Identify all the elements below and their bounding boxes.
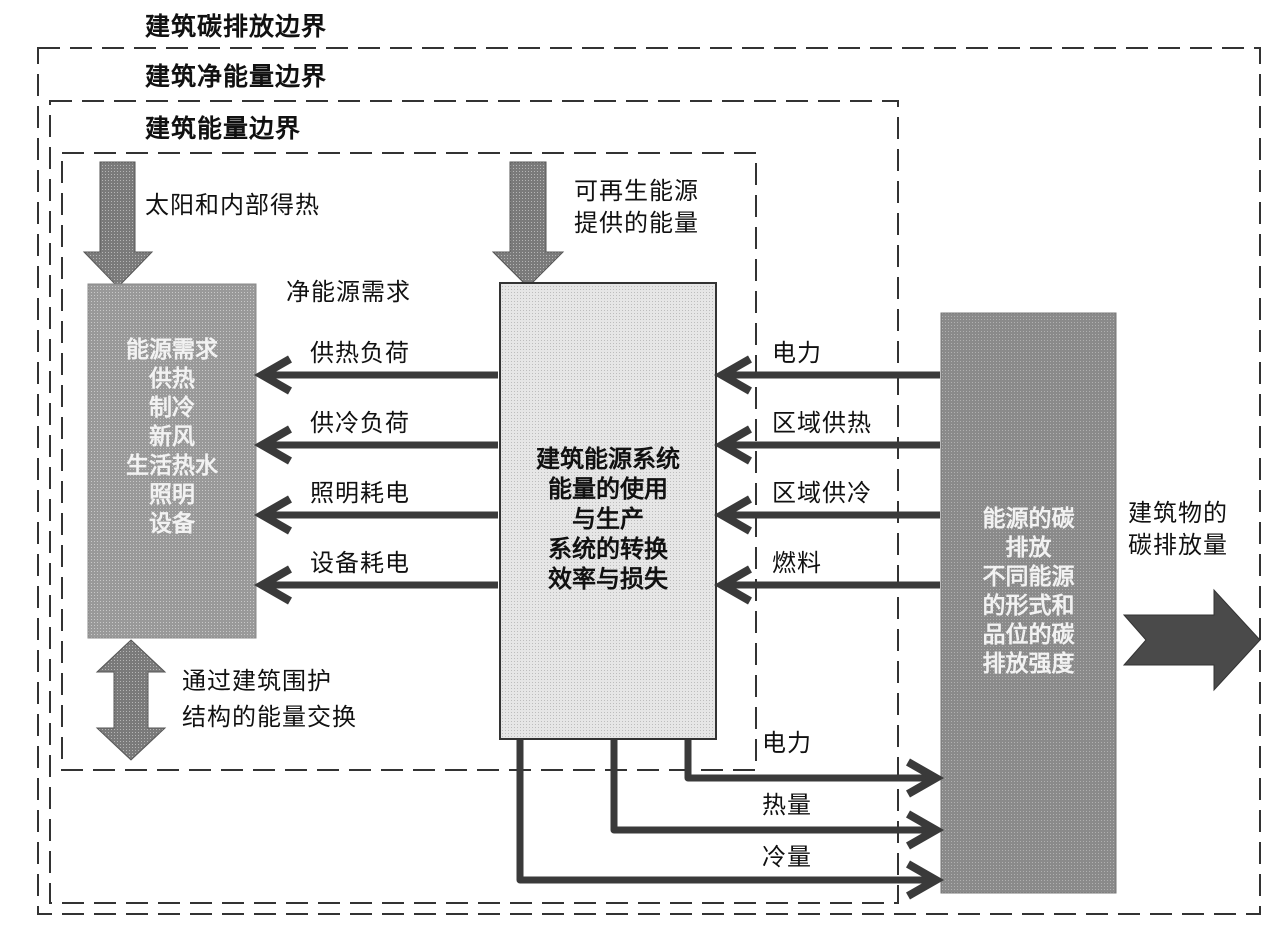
renewable-label-line1: 可再生能源 [574,177,699,205]
load-arrow [253,425,498,465]
supply-label-electricity: 电力 [772,339,822,367]
load-arrow-head-icon [253,565,292,605]
supply-arrow-head-icon [713,565,752,605]
load-arrow-head-icon [253,355,292,395]
solar-gain-arrow-icon [82,161,154,288]
export-label-cooling: 冷量 [762,843,812,871]
carbon-output-arrow-icon [1122,588,1261,692]
demand-line: 照明 [149,481,195,508]
load-arrows [253,355,498,605]
envelope-label-line2: 结构的能量交换 [182,703,357,731]
system-box-text: 建筑能源系统 能量的使用 与生产 系统的转换 效率与损失 [500,444,716,594]
output-label-line2: 碳排放量 [1128,531,1228,559]
carbon-line: 排放强度 [982,650,1075,677]
export-label-electricity: 电力 [762,729,812,757]
export-arrow-head-icon [906,758,945,798]
load-arrow [253,565,498,605]
carbon-line: 能源的碳 [982,505,1075,532]
energy-boundary [61,152,757,771]
net-energy-boundary-label: 建筑净能量边界 [145,62,328,91]
carbon-boundary [37,47,1261,915]
demand-box-text: 能源需求 供热 制冷 新风 生活热水 照明 设备 [88,335,256,538]
demand-line: 设备 [149,510,195,537]
carbon-line: 不同能源 [982,563,1075,590]
renewable-arrow-icon [491,161,565,288]
system-line: 建筑能源系统 [536,444,680,473]
supply-arrow-head-icon [713,425,752,465]
carbon-box-text: 能源的碳 排放 不同能源 的形式和 品位的碳 排放强度 [941,504,1116,678]
carbon-line: 排放 [1005,534,1052,561]
net-energy-boundary [49,100,899,904]
supply-arrow [713,565,940,605]
export-arrow [516,740,945,900]
load-label-heating: 供热负荷 [310,339,410,367]
supply-arrow-head-icon [713,355,752,395]
supply-arrows [713,355,940,605]
demand-box [87,283,257,639]
carbon-box [940,312,1117,894]
export-arrow-shaft [516,740,936,884]
envelope-label-line1: 通过建筑围护 [182,667,332,695]
system-box [499,282,717,740]
envelope-exchange-arrow-icon [95,639,167,761]
supply-arrow [713,355,940,395]
output-label-line1: 建筑物的 [1128,499,1228,527]
export-arrow-shaft [684,740,936,782]
solar-gain-label: 太阳和内部得热 [145,191,320,219]
demand-line: 新风 [149,423,195,450]
export-arrow-head-icon [906,810,945,850]
system-line: 系统的转换 [548,534,668,563]
load-label-cooling: 供冷负荷 [310,409,410,437]
export-arrow-shaft [610,740,936,834]
energy-boundary-label: 建筑能量边界 [145,114,302,143]
load-arrow [253,355,498,395]
export-arrows [516,740,945,900]
load-arrow-head-icon [253,495,292,535]
system-line: 效率与损失 [548,564,668,593]
demand-line: 能源需求 [126,336,218,363]
system-line: 与生产 [572,504,644,533]
load-arrow [253,495,498,535]
supply-arrow [713,495,940,535]
supply-arrow-head-icon [713,495,752,535]
renewable-label-line2: 提供的能量 [574,209,699,237]
load-label-equipment: 设备耗电 [310,549,410,577]
export-arrow [684,740,945,798]
demand-line: 生活热水 [126,452,218,479]
load-label-lighting: 照明耗电 [310,479,410,507]
load-arrow-head-icon [253,425,292,465]
demand-line: 供热 [149,365,195,392]
demand-line: 制冷 [149,394,195,421]
supply-arrow [713,425,940,465]
export-arrow-head-icon [906,860,945,900]
carbon-line: 品位的碳 [982,621,1075,648]
carbon-line: 的形式和 [982,592,1075,619]
export-label-heat: 热量 [762,791,812,819]
system-line: 能量的使用 [548,474,668,503]
net-demand-label: 净能源需求 [286,278,411,306]
carbon-boundary-label: 建筑碳排放边界 [145,12,328,41]
supply-label-fuel: 燃料 [772,549,822,577]
supply-label-district-cooling: 区域供冷 [772,479,872,507]
supply-label-district-heating: 区域供热 [772,409,872,437]
export-arrow [610,740,945,850]
